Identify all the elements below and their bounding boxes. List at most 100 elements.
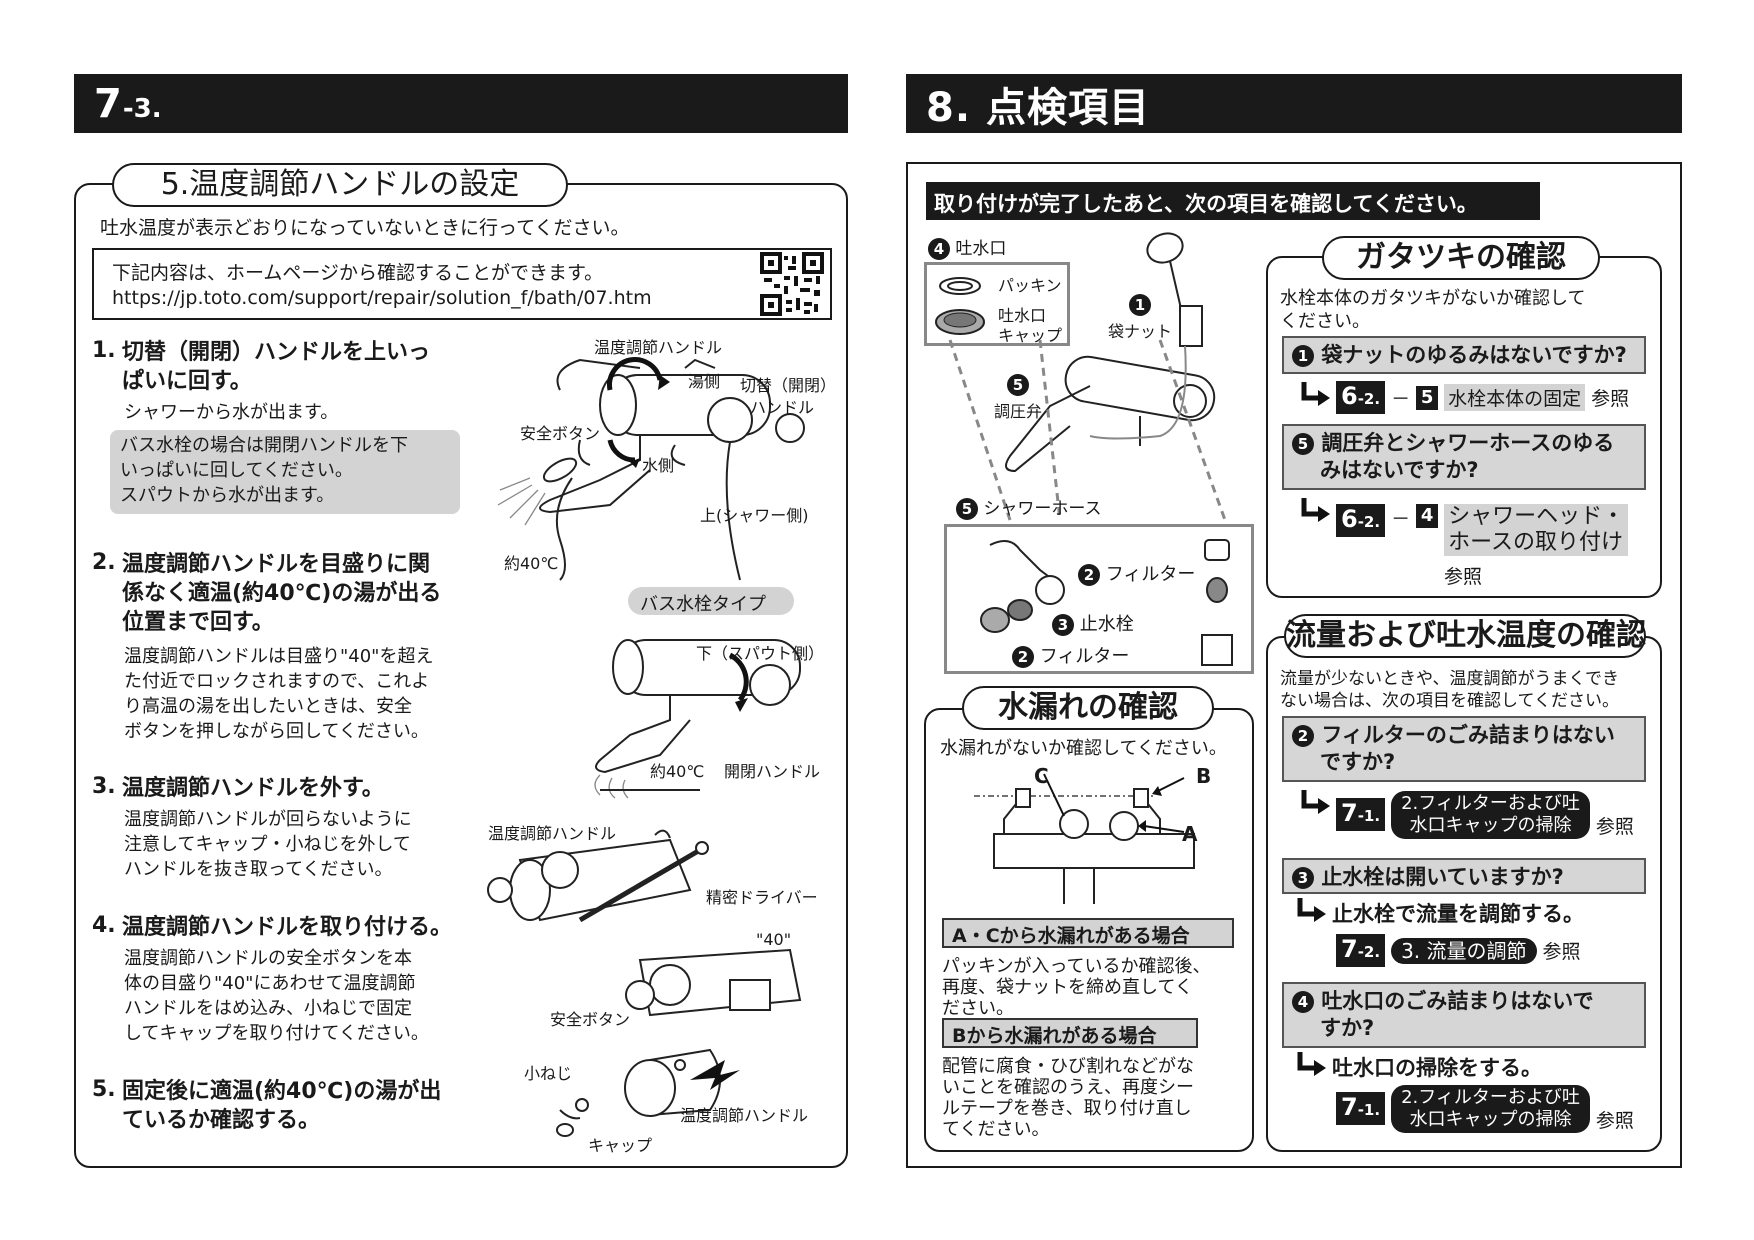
web-note: 下記内容は、ホームページから確認することができます。: [112, 262, 604, 284]
left-section-header: 7 -3.: [74, 74, 848, 133]
step-3-desc-line3: ハンドルを抜き取ってください。: [124, 859, 393, 880]
label-temp-handle: 温度調節ハンドル: [594, 338, 723, 357]
dashed-leader-lines: [948, 339, 1227, 521]
label-leak-a: A: [1182, 822, 1198, 846]
wobble-ref-2-see: 参照: [1444, 566, 1483, 588]
qr-code-icon[interactable]: [760, 252, 824, 316]
flow-intro-line2: ない場合は、次の項目を確認してください。: [1280, 691, 1619, 711]
step-2-title-line2: 係なく適温(約40℃)の湯が出る: [122, 581, 442, 606]
step-1-desc: シャワーから水が出ます。: [124, 402, 339, 423]
bath-note-line1: バス水栓の場合は開閉ハンドルを下: [120, 435, 408, 456]
right-section-header: 8. 点検項目: [906, 74, 1682, 133]
flow-check-title: 流量および吐水温度の確認: [1284, 614, 1646, 658]
label-switch-handle-line1: 切替（開閉）: [740, 376, 837, 395]
label-safety-button-2: 安全ボタン: [550, 1010, 631, 1029]
section-subnumber: -3.: [122, 93, 162, 124]
inspection-panel: [906, 162, 1682, 1168]
step-2-desc-line2: た付近でロックされますので、これよ: [124, 671, 430, 692]
intro-text: 吐水温度が表示どおりになっていないときに行ってください。: [100, 217, 630, 239]
bath-note-box: [110, 430, 460, 514]
bath-note-line3: スパウトから水が出ます。: [120, 485, 335, 506]
inspection-title: 8. 点検項目: [926, 84, 1150, 131]
step-2-number: 2.: [92, 550, 116, 575]
step-1-title-line2: ぱいに回す。: [122, 369, 252, 394]
arrow-right-icon: [1301, 790, 1330, 814]
label-leak-c: C: [1034, 764, 1049, 788]
label-small-screw: 小ねじ: [524, 1064, 573, 1083]
section-number: 7: [94, 80, 123, 127]
arrow-right-icon: [1301, 498, 1330, 522]
label-valve: 5 調圧弁: [994, 374, 1043, 421]
panel-title: 5.温度調節ハンドルの設定: [112, 163, 568, 207]
step-2-desc-line3: り高温の湯を出したいときは、安全: [124, 696, 412, 717]
flow-question-1: 2 フィルターのごみ詰まりはない ですか?: [1282, 716, 1646, 782]
step-3-desc-line1: 温度調節ハンドルが回らないように: [124, 809, 412, 830]
outlet-parts-box: [924, 262, 1070, 346]
outlet-parts-illustration: [935, 277, 985, 335]
label-precision-driver: 精密ドライバー: [706, 888, 818, 907]
flow-ref-3[interactable]: 7-1. 2.フィルターおよび吐 水口キャップの掃除 参照: [1336, 1084, 1634, 1133]
flow-ref-2[interactable]: 7-2. 3. 流量の調節 参照: [1336, 934, 1581, 967]
case-b-line3: ルテープを巻き、取り付け直し: [942, 1098, 1192, 1119]
case-ac-label: [942, 918, 1234, 948]
flow-ref-1[interactable]: 7-1. 2.フィルターおよび吐 水口キャップの掃除 参照: [1336, 790, 1634, 839]
bath-note-line2: いっぱいに回してください。: [120, 460, 353, 481]
leak-intro: 水漏れがないか確認してください。: [940, 738, 1227, 759]
wobble-ref-1[interactable]: 6-2. － 5 水栓本体の固定 参照: [1336, 381, 1629, 414]
label-up-shower: 上(シャワー側): [700, 506, 809, 525]
label-cap: キャップ: [588, 1136, 653, 1155]
step-2-desc-line1: 温度調節ハンドルは目盛り"40"を超え: [124, 646, 434, 667]
outlet-label: 4 吐水口: [928, 234, 1006, 260]
step-5-title-line2: ているか確認する。: [122, 1108, 321, 1133]
leak-points-illustration: [974, 773, 1195, 904]
step-1-number: 1.: [92, 338, 116, 363]
support-url[interactable]: https://jp.toto.com/support/repair/solut…: [112, 287, 652, 309]
step-4-number: 4.: [92, 913, 116, 938]
step-2-title-line1: 温度調節ハンドルを目盛りに関: [122, 552, 431, 577]
label-nut: 1 袋ナット: [1108, 294, 1173, 341]
case-b-label: [942, 1018, 1198, 1048]
label-outlet-cap-line2: キャップ: [998, 326, 1063, 345]
label-switch-handle-line2: ハンドル: [750, 398, 815, 417]
flow-answer-3: 吐水口の掃除をする。: [1332, 1056, 1542, 1080]
case-b-title: Bから水漏れがある場合: [952, 1025, 1157, 1047]
label-approx-40b: 約40℃: [650, 762, 705, 781]
step-4-desc-line1: 温度調節ハンドルの安全ボタンを本: [124, 948, 412, 969]
label-leak-b: B: [1196, 764, 1212, 788]
wobble-intro-line1: 水栓本体のガタツキがないか確認して: [1280, 288, 1586, 309]
step-4-desc-line3: ハンドルをはめ込み、小ねじで固定: [124, 998, 412, 1019]
bath-type-label-box: [628, 587, 794, 615]
filter-parts-illustration: [980, 539, 1233, 666]
label-mark-40: "40": [756, 930, 792, 949]
case-b-line1: 配管に腐食・ひび割れなどがな: [942, 1056, 1194, 1077]
step-3-desc-line2: 注意してキャップ・小ねじを外して: [124, 834, 411, 855]
label-safety-button: 安全ボタン: [520, 424, 601, 443]
label-approx-40: 約40℃: [504, 554, 559, 573]
filter-parts-box: [944, 524, 1254, 674]
inspection-banner-text: 取り付けが完了したあと、次の項目を確認してください。: [934, 192, 1478, 216]
label-outlet-cap-line1: 吐水口: [998, 306, 1047, 325]
step-3-title: 温度調節ハンドルを外す。: [122, 776, 384, 801]
label-stop-valve: 3 止水栓: [1052, 610, 1134, 636]
outlet-number-icon: 4: [928, 238, 950, 260]
inspection-banner: [926, 182, 1540, 220]
step-4-desc-line4: してキャップを取り付けてください。: [124, 1023, 429, 1044]
wobble-check-title: ガタツキの確認: [1322, 236, 1600, 280]
label-hot-side: 湯側: [688, 372, 721, 391]
wobble-ref-2[interactable]: 6-2. － 4 シャワーヘッド・ ホースの取り付け: [1336, 504, 1629, 556]
label-hose: 5 シャワーホース: [956, 494, 1102, 520]
web-note-box: [92, 248, 832, 320]
label-temp-handle-2: 温度調節ハンドル: [488, 824, 617, 843]
label-filter-2: 2 フィルター: [1012, 642, 1129, 668]
label-open-close-handle: 開閉ハンドル: [724, 762, 821, 781]
flow-question-3: 4 吐水口のごみ詰まりはないで すか?: [1282, 982, 1646, 1048]
step-2-desc-line4: ボタンを押しながら回してください。: [124, 721, 429, 742]
flow-answer-2: 止水栓で流量を調節する。: [1332, 902, 1584, 926]
label-bath-type: バス水栓タイプ: [640, 594, 766, 615]
arrow-right-icon: [1301, 382, 1330, 406]
wobble-question-1: 1 袋ナットのゆるみはないですか?: [1282, 336, 1646, 374]
case-b-line4: てください。: [942, 1119, 1050, 1140]
step-3-number: 3.: [92, 774, 116, 799]
arrow-right-icon: [1297, 1052, 1326, 1076]
label-filter: 2 フィルター: [1078, 560, 1195, 586]
